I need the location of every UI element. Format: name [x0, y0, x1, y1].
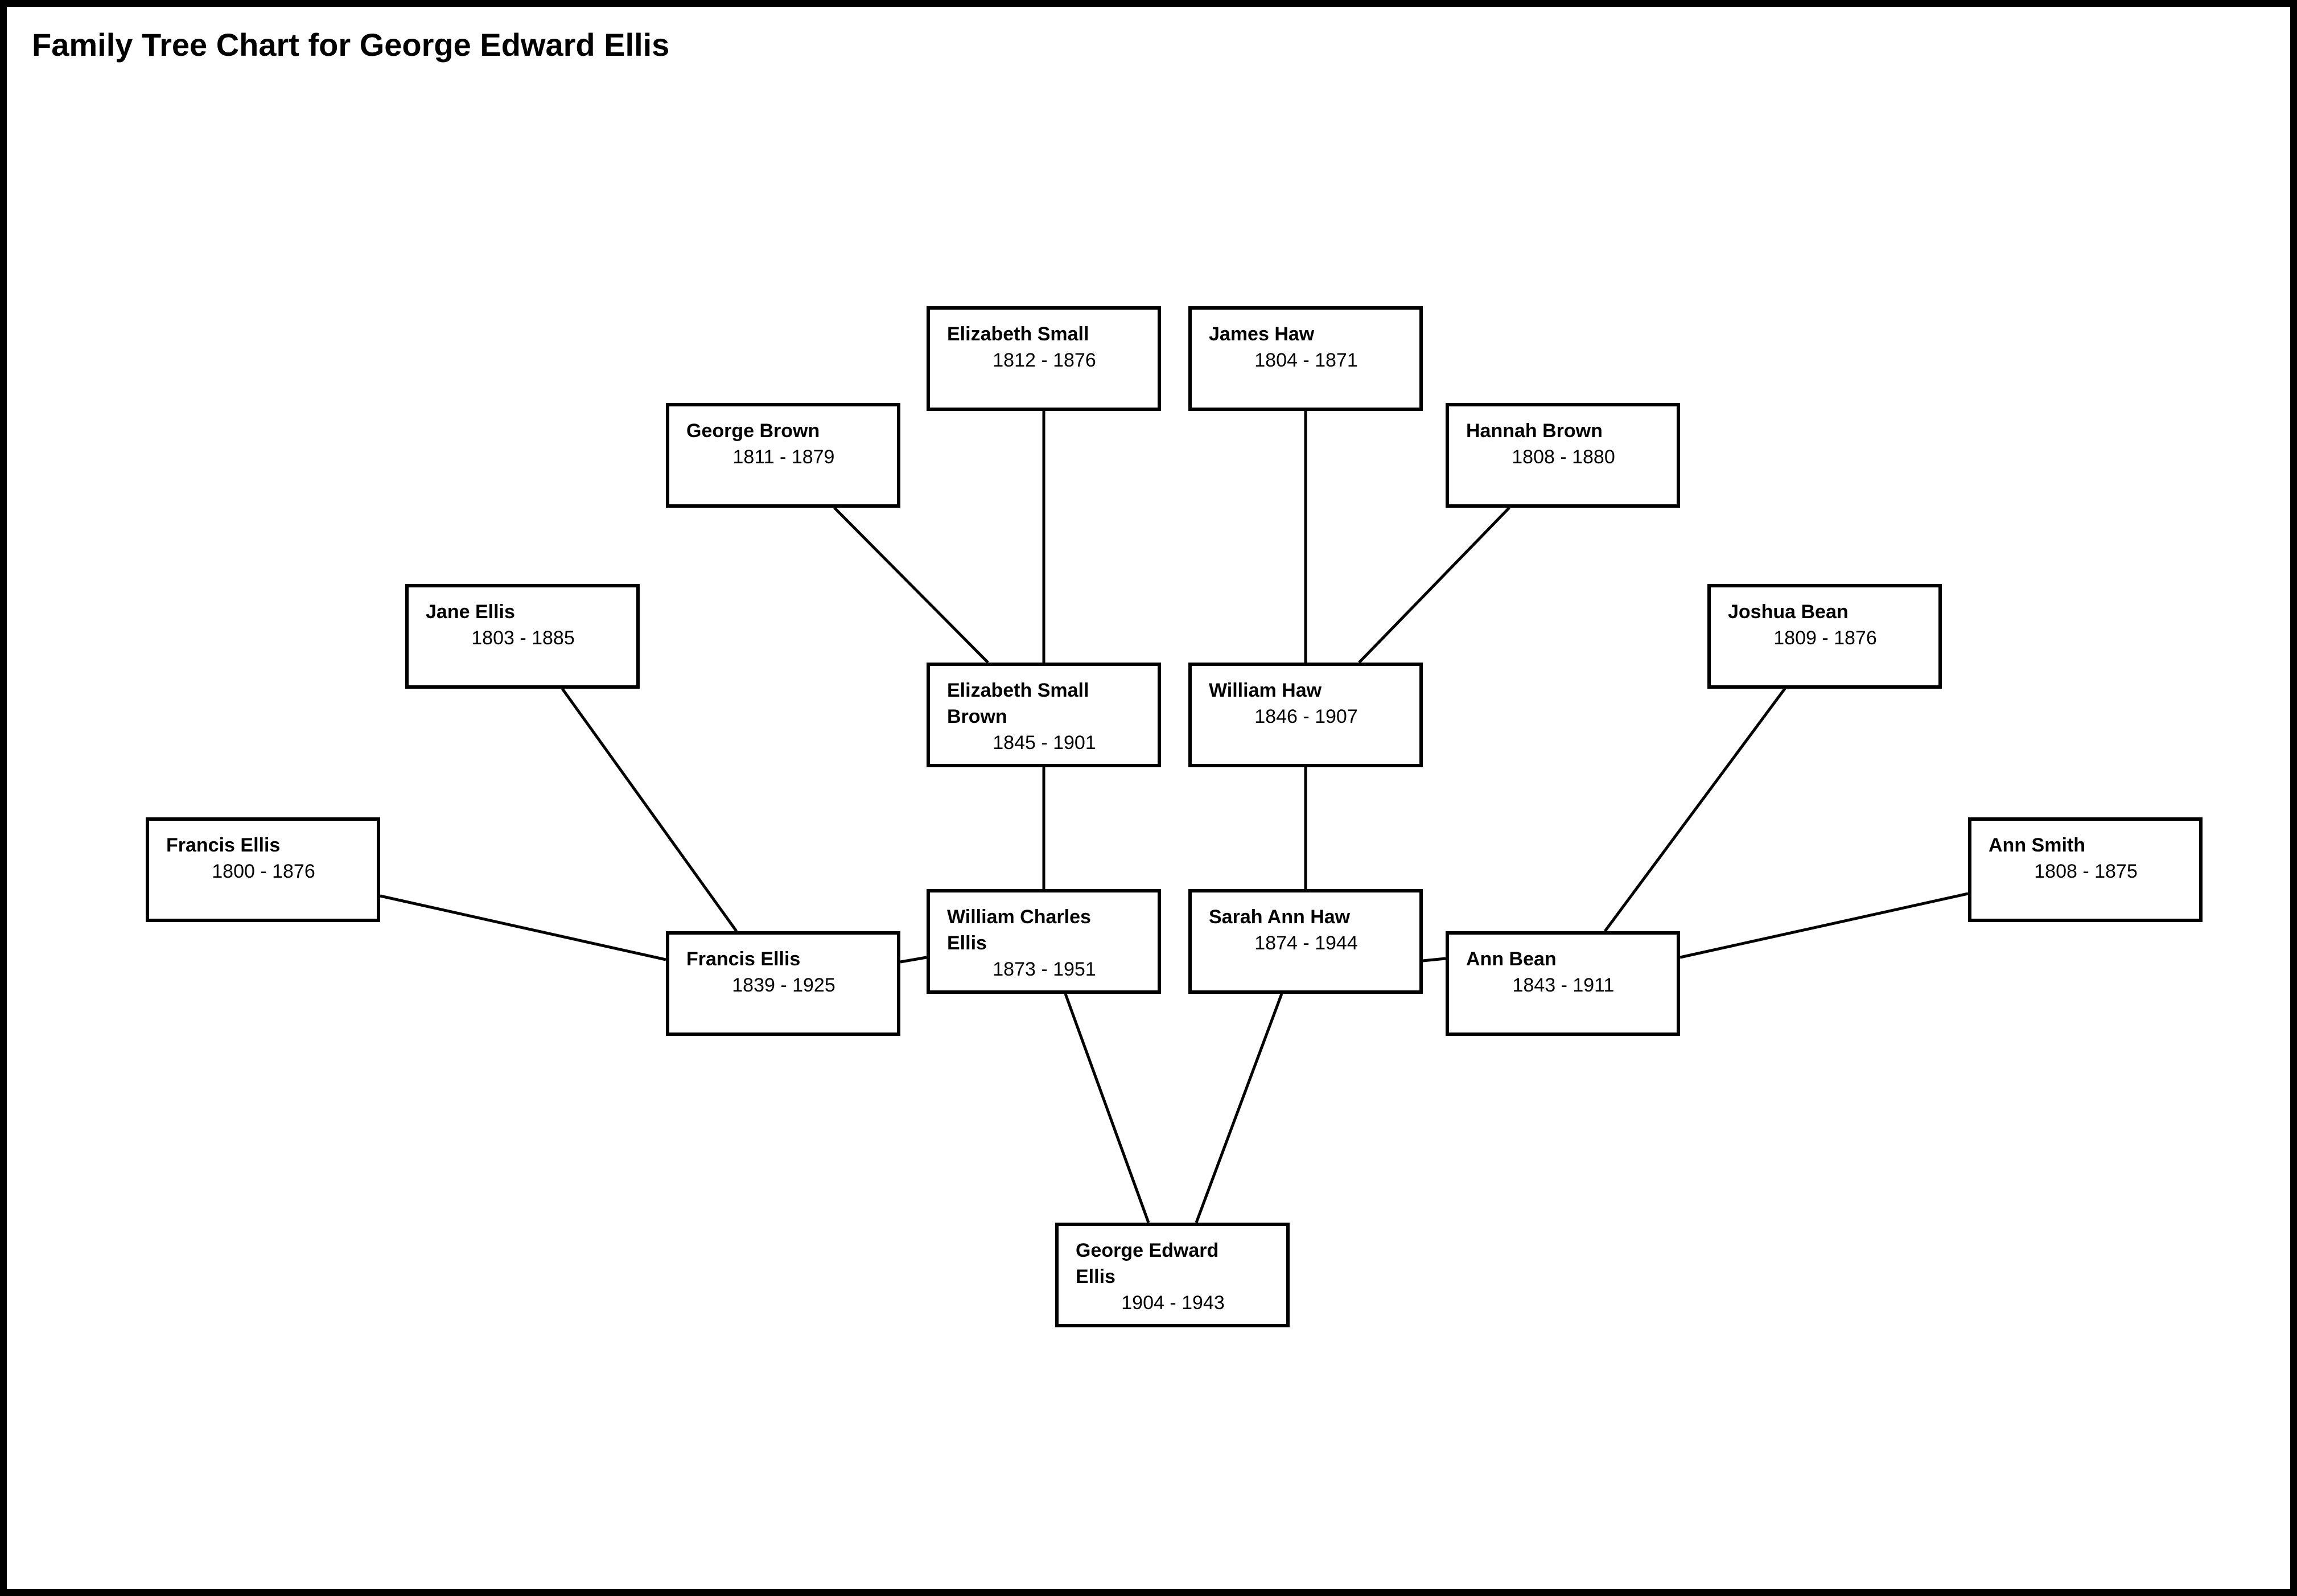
connector-william-charles-ellis--george-edward-ellis [1064, 993, 1150, 1223]
person-box-james-haw: James Haw 1804 - 1871 [1188, 306, 1423, 411]
person-name: George Brown [686, 420, 820, 442]
person-name: James Haw [1209, 323, 1315, 345]
person-box-elizabeth-small: Elizabeth Small 1812 - 1876 [927, 306, 1161, 411]
person-dates: 1873 - 1951 [993, 959, 1096, 980]
person-name: Jane Ellis [426, 601, 515, 623]
person-box-francis-ellis-jr: Francis Ellis 1839 - 1925 [666, 931, 900, 1036]
person-dates: 1843 - 1911 [1512, 974, 1615, 996]
person-dates: 1808 - 1880 [1512, 446, 1615, 468]
person-box-george-edward-ellis: George Edward Ellis 1904 - 1943 [1055, 1223, 1290, 1327]
person-box-ann-bean: Ann Bean 1843 - 1911 [1446, 931, 1680, 1036]
connector-george-brown--elizabeth-small-brown [833, 507, 989, 664]
person-name: Sarah Ann Haw [1209, 906, 1351, 928]
person-dates: 1809 - 1876 [1773, 627, 1877, 649]
person-name: Joshua Bean [1728, 601, 1849, 623]
person-dates: 1874 - 1944 [1254, 932, 1358, 954]
person-dates: 1800 - 1876 [212, 861, 315, 882]
person-dates: 1839 - 1925 [732, 974, 835, 996]
person-box-hannah-brown: Hannah Brown 1808 - 1880 [1446, 403, 1680, 508]
connector-lines [380, 411, 1969, 1223]
connector-sarah-ann-haw--george-edward-ellis [1195, 993, 1283, 1223]
person-name: Ann Smith [1989, 834, 2085, 856]
person-box-george-brown: George Brown 1811 - 1879 [666, 403, 900, 508]
chart-title: Family Tree Chart for George Edward Elli… [32, 27, 670, 63]
person-dates: 1803 - 1885 [471, 627, 575, 649]
person-name: William Haw [1209, 680, 1322, 701]
person-box-william-haw: William Haw 1846 - 1907 [1188, 663, 1423, 767]
person-name: Hannah Brown [1466, 420, 1603, 442]
person-dates: 1846 - 1907 [1254, 706, 1358, 727]
connector-francis-ellis-sr--francis-ellis-jr [380, 894, 666, 961]
person-name: Elizabeth Small [947, 323, 1089, 345]
connector-ann-bean--sarah-ann-haw [1422, 957, 1446, 962]
person-name: Elizabeth Small Brown [947, 680, 1089, 727]
person-dates: 1804 - 1871 [1254, 349, 1358, 371]
connector-joshua-bean--ann-bean [1603, 688, 1786, 932]
person-box-ann-smith: Ann Smith 1808 - 1875 [1968, 817, 2203, 922]
person-dates: 1811 - 1879 [732, 446, 835, 468]
person-box-francis-ellis-sr: Francis Ellis 1800 - 1876 [146, 817, 380, 922]
person-dates: 1845 - 1901 [993, 732, 1096, 754]
connector-jane-ellis--francis-ellis-jr [561, 688, 738, 932]
person-dates: 1904 - 1943 [1121, 1292, 1225, 1314]
person-name: Francis Ellis [686, 948, 801, 970]
person-dates: 1808 - 1875 [2034, 861, 2138, 882]
person-box-jane-ellis: Jane Ellis 1803 - 1885 [405, 584, 640, 689]
person-name: Ann Bean [1466, 948, 1557, 970]
person-name: George Edward Ellis [1076, 1240, 1219, 1288]
connector-francis-ellis-jr--william-charles-ellis [900, 956, 927, 964]
connector-hannah-brown--william-haw [1358, 507, 1510, 664]
person-dates: 1812 - 1876 [993, 349, 1096, 371]
person-box-joshua-bean: Joshua Bean 1809 - 1876 [1707, 584, 1942, 689]
person-box-sarah-ann-haw: Sarah Ann Haw 1874 - 1944 [1188, 889, 1423, 994]
person-name: Francis Ellis [166, 834, 281, 856]
person-name: William Charles Ellis [947, 906, 1091, 954]
person-box-william-charles-ellis: William Charles Ellis 1873 - 1951 [927, 889, 1161, 994]
person-box-elizabeth-small-brown: Elizabeth Small Brown 1845 - 1901 [927, 663, 1161, 767]
connector-ann-smith--ann-bean [1679, 892, 1969, 959]
